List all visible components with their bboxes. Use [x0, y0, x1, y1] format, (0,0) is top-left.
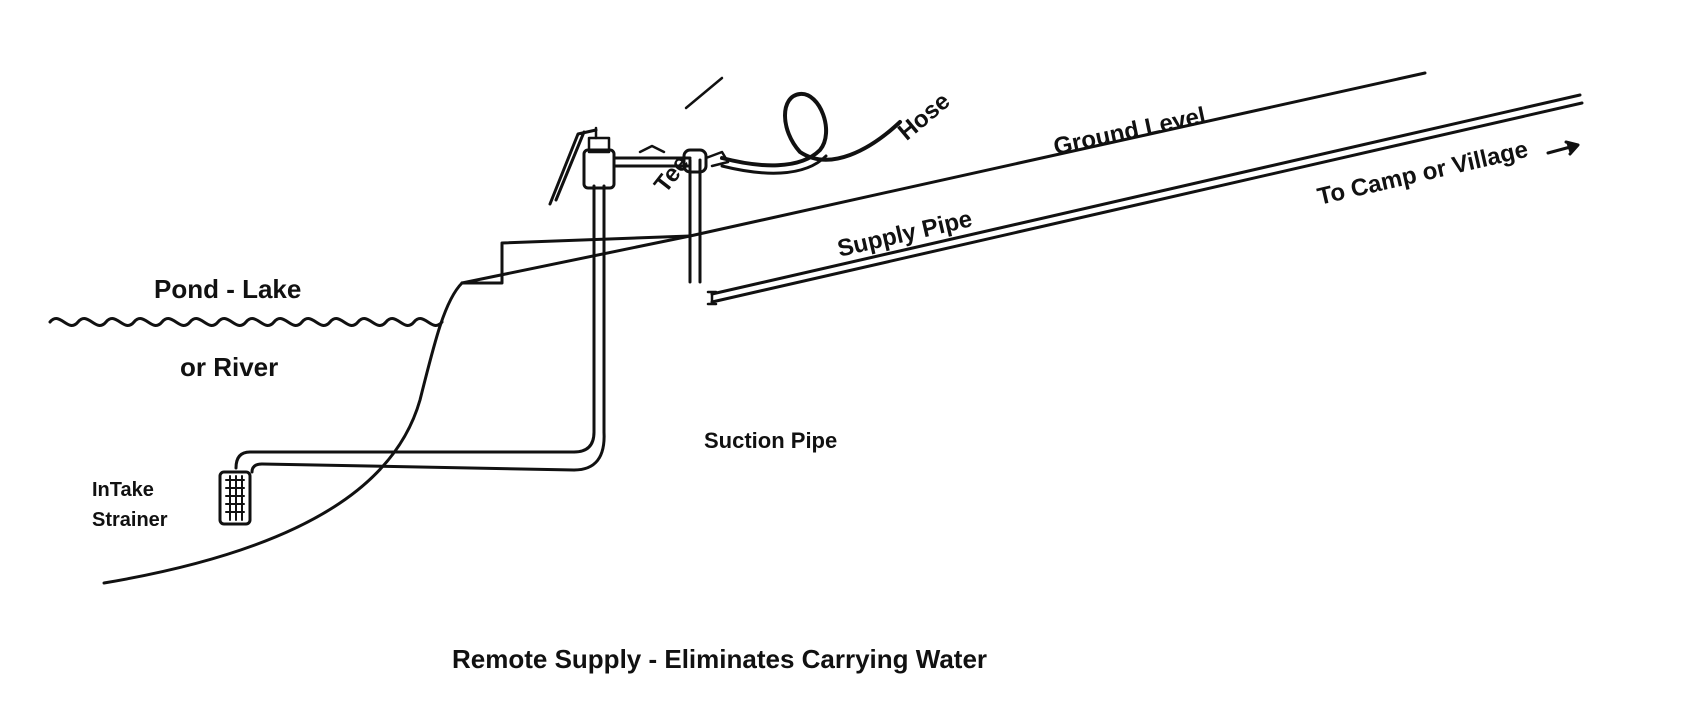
suction-elbow — [572, 430, 606, 472]
strainer-elbow — [234, 450, 264, 474]
strainer-label: Strainer — [92, 509, 168, 531]
diagram-caption: Remote Supply - Eliminates Carrying Wate… — [452, 644, 988, 674]
hose-coil-icon — [720, 92, 902, 175]
pond-lake-label: Pond - Lake — [154, 274, 302, 304]
bank-top — [460, 234, 692, 285]
horizontal-pipe-bottom — [260, 462, 576, 472]
hand-pump-icon — [548, 126, 692, 206]
intake-label: InTake — [92, 479, 154, 501]
shore-line — [102, 281, 464, 585]
arrow-right-icon — [1546, 140, 1580, 156]
tee-leader-line — [684, 76, 724, 110]
or-river-label: or River — [180, 352, 279, 382]
intake-strainer-icon — [218, 470, 252, 526]
slope-surface — [460, 234, 692, 285]
supply-pipe-end — [706, 290, 718, 306]
supply-pipe-lower — [710, 101, 1584, 304]
water-wave-icon — [48, 317, 444, 327]
suction-pipe-label: Suction Pipe — [704, 428, 838, 453]
ground-level-line — [688, 71, 1427, 238]
supply-pipe-upper — [710, 93, 1582, 296]
